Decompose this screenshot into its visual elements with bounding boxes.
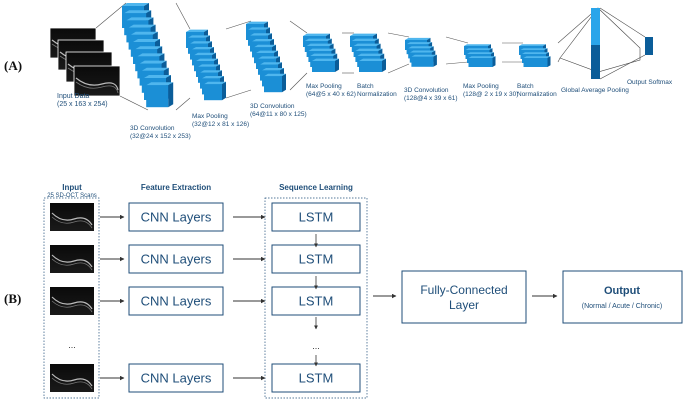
conv3-block-stack	[405, 37, 437, 67]
cnn-label: CNN Layers	[141, 252, 212, 267]
bn2-title: Batch	[517, 83, 534, 90]
output-box	[562, 270, 683, 324]
input-data-stack: ...	[49, 27, 121, 97]
pool2-block-stack	[303, 33, 339, 72]
feature-extraction-title: Feature Extraction	[141, 183, 211, 192]
conv2-block-stack	[246, 21, 286, 93]
bn2-block-stack	[519, 44, 551, 67]
global-average-pooling-shape	[559, 7, 653, 80]
softmax-title: Output Softmax	[627, 79, 673, 86]
layer-blocks	[122, 3, 551, 108]
sequence-row: CNN Layers LSTM	[50, 363, 361, 393]
cnn-label: CNN Layers	[141, 294, 212, 309]
cnn-label: CNN Layers	[141, 371, 212, 386]
input-dots: ...	[82, 70, 87, 76]
input-group-box	[43, 197, 100, 399]
lstm-label: LSTM	[299, 210, 334, 225]
input-title: Input	[62, 183, 82, 192]
sequence-row: CNN Layers LSTM	[50, 286, 361, 316]
conv2-dims: (64@11 x 80 x 125)	[250, 111, 307, 118]
conv1-title: 3D Convolution	[130, 125, 175, 132]
panel-a-label: (A)	[4, 58, 22, 73]
fc-line1: Fully-Connected	[420, 283, 507, 297]
lstm-box	[271, 286, 361, 316]
oct-scan-thumbnail	[50, 287, 94, 315]
input-dots-b: ...	[68, 340, 76, 350]
lstm-box	[271, 202, 361, 232]
oct-scan-thumbnail	[50, 245, 94, 273]
cnn-box	[128, 363, 224, 393]
bn2-title2: Normalization	[517, 91, 557, 98]
cnn-label: CNN Layers	[141, 210, 212, 225]
pool2-title: Max Pooling	[306, 83, 342, 90]
fc-line2: Layer	[449, 298, 479, 312]
cnn-box	[128, 244, 224, 274]
output-title: Output	[604, 285, 640, 297]
cnn-box	[128, 202, 224, 232]
conv2-title: 3D Convolution	[250, 103, 295, 110]
input-data-title: Input Data	[57, 93, 89, 100]
pool1-dims: (32@12 x 81 x 126)	[192, 121, 249, 128]
panel-b-label: (B)	[4, 291, 21, 306]
oct-scan-thumbnail	[73, 65, 121, 97]
pool3-title: Max Pooling	[463, 83, 499, 90]
sequence-learning-title: Sequence Learning	[279, 183, 353, 192]
conv1-dims: (32@24 x 152 x 253)	[130, 133, 191, 140]
pool1-title: Max Pooling	[192, 113, 228, 120]
bn1-title2: Normalization	[357, 91, 397, 98]
lstm-label: LSTM	[299, 371, 334, 386]
input-subtitle: 25 SD-OCT Scans	[47, 193, 97, 199]
bn1-block-stack	[350, 33, 386, 72]
sequence-row: CNN Layers LSTM	[50, 244, 361, 274]
output-classes: (Normal / Acute / Chronic)	[582, 303, 663, 310]
pool1-block-stack	[186, 29, 226, 101]
lstm-label: LSTM	[299, 294, 334, 309]
lstm-box	[271, 363, 361, 393]
conv1-block-stack	[122, 3, 174, 108]
fully-connected-box	[401, 270, 527, 324]
lstm-label: LSTM	[299, 252, 334, 267]
bn1-title: Batch	[357, 83, 374, 90]
input-data-dims: (25 x 163 x 254)	[57, 101, 108, 108]
pool2-dims: (64@5 x 40 x 62)	[306, 91, 356, 98]
sequence-group-box	[264, 197, 368, 399]
cnn-box	[128, 286, 224, 316]
conv3-title: 3D Convolution	[404, 87, 449, 94]
gap-title: Global Average Pooling	[561, 87, 629, 94]
sequence-row: CNN Layers LSTM	[50, 202, 361, 232]
softmax-block	[645, 37, 653, 55]
lstm-dots: ...	[312, 341, 320, 351]
pool3-block-stack	[464, 44, 496, 67]
pool3-dims: (128@ 2 x 19 x 30)	[463, 91, 518, 98]
oct-scan-thumbnail	[50, 364, 94, 392]
oct-scan-thumbnail	[50, 203, 94, 231]
conv3-dims: (128@4 x 39 x 61)	[404, 95, 458, 102]
